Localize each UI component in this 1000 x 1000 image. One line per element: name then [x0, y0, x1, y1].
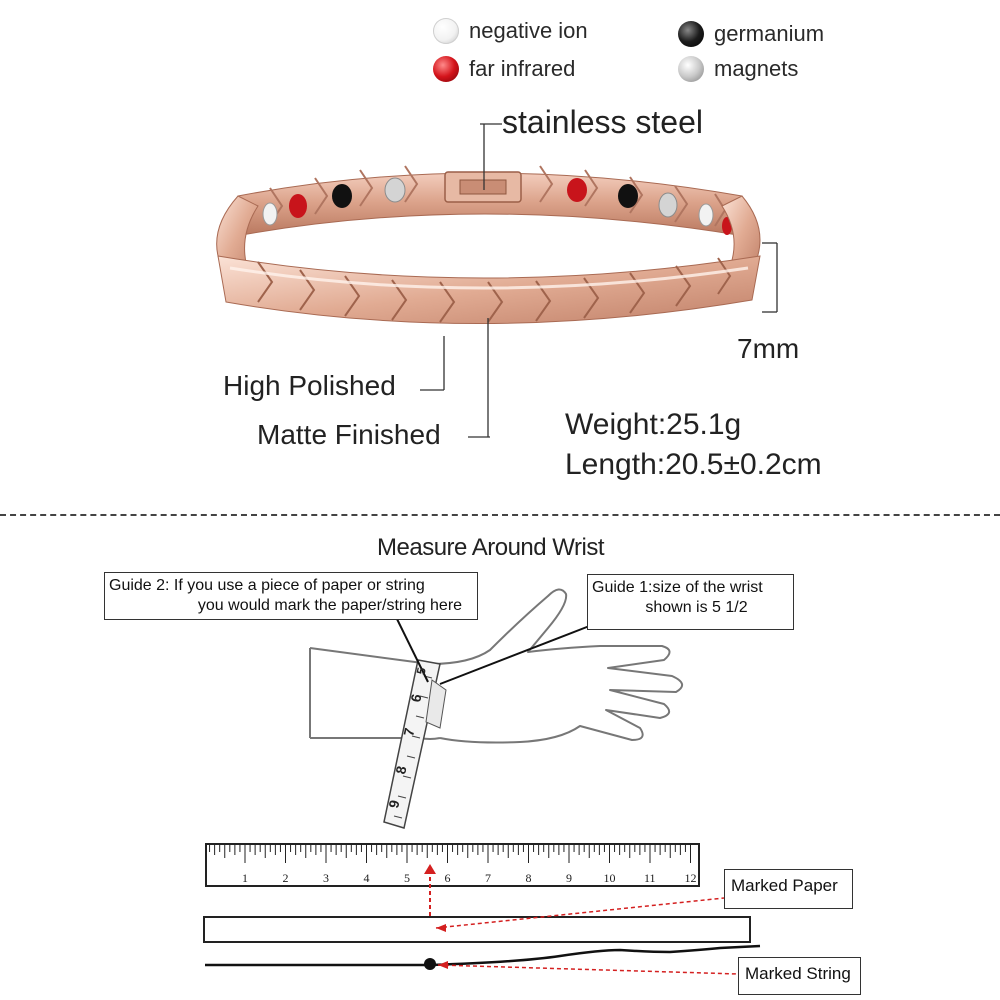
guide-1-callout: Guide 1:size of the wrist shown is 5 1/2	[587, 574, 794, 630]
bracelet-stones	[262, 177, 732, 235]
ruler-ticks	[209, 845, 691, 863]
ruler-number: 11	[644, 871, 656, 885]
ruler-number: 2	[282, 871, 289, 885]
legend-far-infrared: far infrared	[433, 56, 575, 82]
legend-label: germanium	[714, 21, 825, 46]
red-stone-icon	[433, 56, 459, 82]
ruler-number: 9	[566, 871, 572, 885]
ruler-number: 1	[242, 871, 248, 885]
ruler-number: 8	[525, 871, 532, 885]
section-divider	[0, 514, 1000, 516]
ruler-number: 7	[485, 871, 491, 885]
legend-label: negative ion	[469, 18, 588, 43]
material-label: stainless steel	[502, 104, 703, 140]
marked-string-label: Marked String	[738, 957, 861, 995]
legend-germanium: germanium	[678, 21, 824, 47]
width-label: 7mm	[737, 333, 800, 364]
white-stone-icon	[433, 18, 459, 44]
black-stone-icon	[678, 21, 704, 47]
ruler-number: 6	[444, 871, 451, 885]
hand-illustration	[309, 588, 683, 829]
ruler-number: 12	[684, 871, 697, 885]
ruler-number: 5	[404, 871, 410, 885]
tape-measure	[383, 659, 447, 829]
bracelet-illustration	[216, 123, 778, 438]
ruler-number: 4	[363, 871, 370, 885]
length-spec: Length:20.5±0.2cm	[565, 448, 822, 481]
legend-label: magnets	[714, 56, 799, 81]
silver-stone-icon	[678, 56, 704, 82]
guide-2-callout: Guide 2: If you use a piece of paper or …	[104, 572, 478, 620]
paper-strip	[203, 916, 751, 943]
ruler-number: 10	[603, 871, 616, 885]
string-illustration	[205, 897, 761, 975]
ruler-number: 3	[323, 871, 329, 885]
weight-spec: Weight:25.1g	[565, 408, 742, 441]
marked-paper-label: Marked Paper	[724, 869, 853, 909]
mark-arrow	[424, 864, 436, 928]
measure-title: Measure Around Wrist	[377, 534, 605, 561]
legend-negative-ion: negative ion	[433, 18, 588, 44]
finish-polished-label: High Polished	[223, 370, 396, 401]
finish-matte-label: Matte Finished	[257, 419, 441, 450]
legend-label: far infrared	[469, 56, 576, 81]
legend-magnets: magnets	[678, 56, 798, 82]
